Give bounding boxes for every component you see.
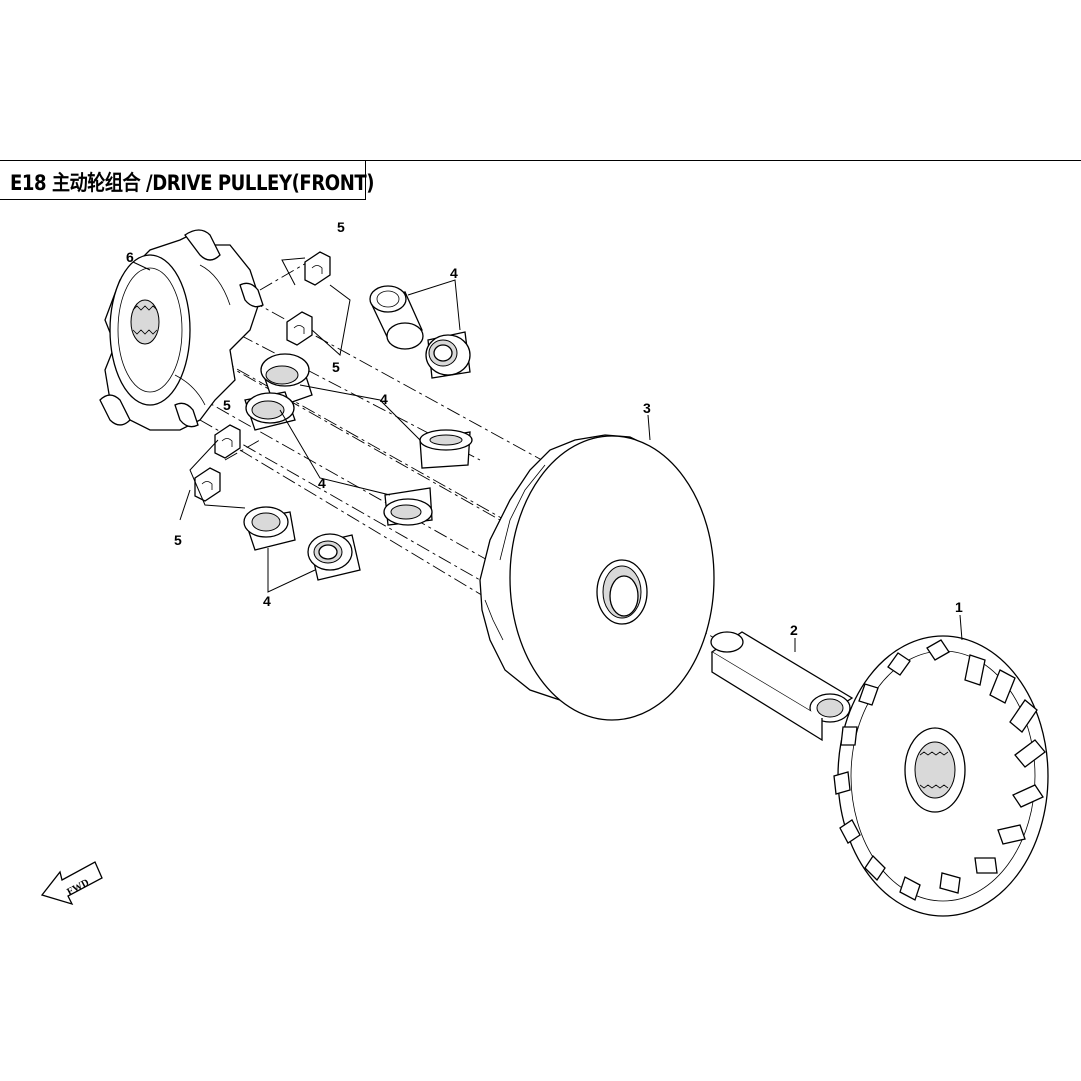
- sleeve: [710, 631, 854, 742]
- slider-upper-2: [286, 311, 313, 346]
- slider-lower-2: [194, 467, 221, 502]
- callout-2: 2: [790, 622, 798, 638]
- roller-callout-leaders: [267, 279, 461, 593]
- slider-callout-brackets: [179, 257, 351, 521]
- movable-sheave: [479, 434, 715, 721]
- callout-5-top: 5: [337, 219, 345, 235]
- roller-5: [383, 487, 433, 526]
- callout-5-lower-middle: 5: [223, 397, 231, 413]
- roller-weight-plate: [99, 229, 264, 431]
- roller-1: [369, 285, 424, 350]
- roller-4: [419, 429, 473, 469]
- callout-6: 6: [126, 249, 134, 265]
- roller-6: [243, 506, 296, 551]
- header-rule: [0, 160, 1081, 161]
- callout-4-lower-middle: 4: [318, 475, 326, 491]
- main-callout-leaders: [132, 261, 963, 652]
- callout-1: 1: [955, 599, 963, 615]
- fwd-arrow: FWD: [40, 861, 103, 906]
- callout-4-middle: 4: [380, 391, 388, 407]
- roller-7: [307, 533, 361, 581]
- callout-5-upper-middle: 5: [332, 359, 340, 375]
- callout-labels: 1 2 3 4 4 4 4 5 5 5 5 6: [126, 219, 963, 638]
- title-box: E18 主动轮组合 /DRIVE PULLEY(FRONT): [0, 160, 375, 200]
- fixed-sheave: [833, 635, 1049, 917]
- callout-3: 3: [643, 400, 651, 416]
- slider-lower-1: [214, 424, 241, 459]
- callout-5-bottom: 5: [174, 532, 182, 548]
- roller-3: [244, 353, 313, 431]
- cooling-fins: [833, 639, 1046, 901]
- slider-upper-1: [304, 251, 331, 286]
- callout-4-bottom: 4: [263, 593, 271, 609]
- roller-2: [425, 331, 471, 379]
- page-title: E18 主动轮组合 /DRIVE PULLEY(FRONT): [10, 171, 375, 195]
- callout-4-upper-right: 4: [450, 265, 458, 281]
